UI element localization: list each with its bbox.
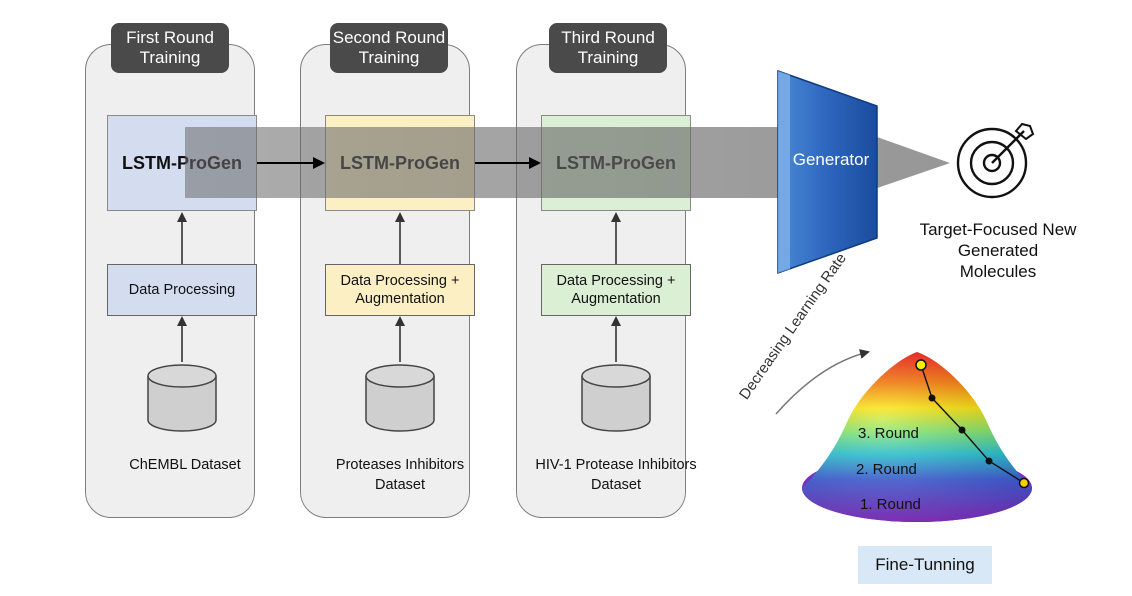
round-3-title: Third Round Training	[549, 23, 667, 73]
fine-tuning-label: Fine-Tunning	[858, 546, 992, 584]
round-3-dataset-label: HIV-1 Protease Inhibitors Dataset	[535, 457, 697, 493]
round-1-model-box: LSTM-ProGen	[107, 115, 257, 211]
round-2-processing-box: Data Processing + Augmentation	[325, 264, 475, 316]
generator-label: Generator	[792, 150, 870, 169]
round-1-title: First Round Training	[111, 23, 229, 73]
round-1-processing-box: Data Processing	[107, 264, 257, 316]
learning-rate-label: Decreasing Learning Rate	[736, 250, 850, 403]
round-2-title: Second Round Training	[330, 23, 448, 73]
round-1-dataset-label: ChEMBL Dataset	[129, 457, 241, 473]
target-dart-icon	[956, 122, 1035, 199]
round-3-label: 3. Round	[858, 425, 919, 442]
round-2-dataset-label: Proteases Inhibitors Dataset	[335, 457, 465, 493]
target-label: Target-Focused New Generated Molecules	[919, 220, 1077, 281]
round-2-label: 2. Round	[856, 461, 917, 478]
round-3-processing-box: Data Processing + Augmentation	[541, 264, 691, 316]
learning-rate-arrow	[775, 349, 870, 415]
generator-shape	[777, 69, 878, 275]
round-1-label: 1. Round	[860, 496, 921, 513]
round-3-model-box: LSTM-ProGen	[541, 115, 691, 211]
descent-path	[920, 364, 1025, 484]
round-2-model-box: LSTM-ProGen	[325, 115, 475, 211]
